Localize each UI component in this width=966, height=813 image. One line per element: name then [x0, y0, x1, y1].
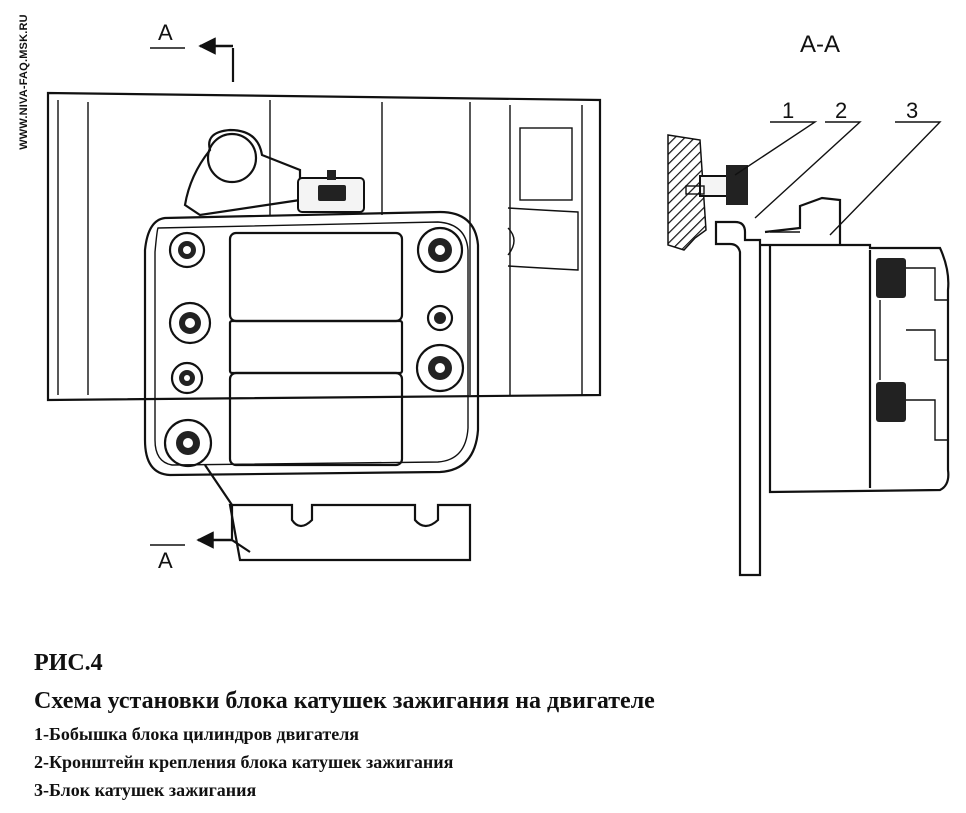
coil-window-mid — [228, 319, 404, 375]
legend-item-2: 2-Кронштейн крепления блока катушек зажи… — [34, 752, 454, 772]
section-label-top: A — [158, 20, 173, 45]
section-label-bottom: A — [158, 548, 173, 573]
front-view: A A — [46, 20, 602, 573]
legend-item-1: 1-Бобышка блока цилиндров двигателя — [34, 724, 360, 744]
callout-3: 3 — [906, 98, 918, 123]
mount-boss — [183, 128, 302, 217]
bolts — [163, 226, 465, 468]
leader-2 — [754, 121, 862, 219]
coil-pack-section — [760, 243, 950, 494]
engine-boss-section — [667, 134, 707, 251]
coil-window-bottom — [228, 371, 404, 467]
engine-block-outline — [46, 91, 602, 402]
coil-pack-body — [143, 210, 480, 477]
leader-1 — [734, 121, 818, 176]
lower-plate — [228, 503, 472, 562]
technical-drawing: A A A-A — [46, 20, 950, 577]
section-view-title: A-A — [800, 31, 840, 58]
callout-1: 1 — [782, 98, 794, 123]
legend-item-3: 3-Блок катушек зажигания — [34, 780, 257, 800]
leader-3 — [829, 121, 942, 236]
section-line-bottom — [204, 464, 251, 553]
coil-window-top — [228, 231, 404, 323]
figure-title: Схема установки блока катушек зажигания … — [34, 688, 655, 714]
figure-number: РИС.4 — [34, 650, 103, 676]
top-bolt — [206, 132, 258, 184]
callout-2: 2 — [835, 98, 847, 123]
bracket-section — [714, 220, 762, 577]
section-view: A-A 1 2 3 — [667, 31, 950, 577]
